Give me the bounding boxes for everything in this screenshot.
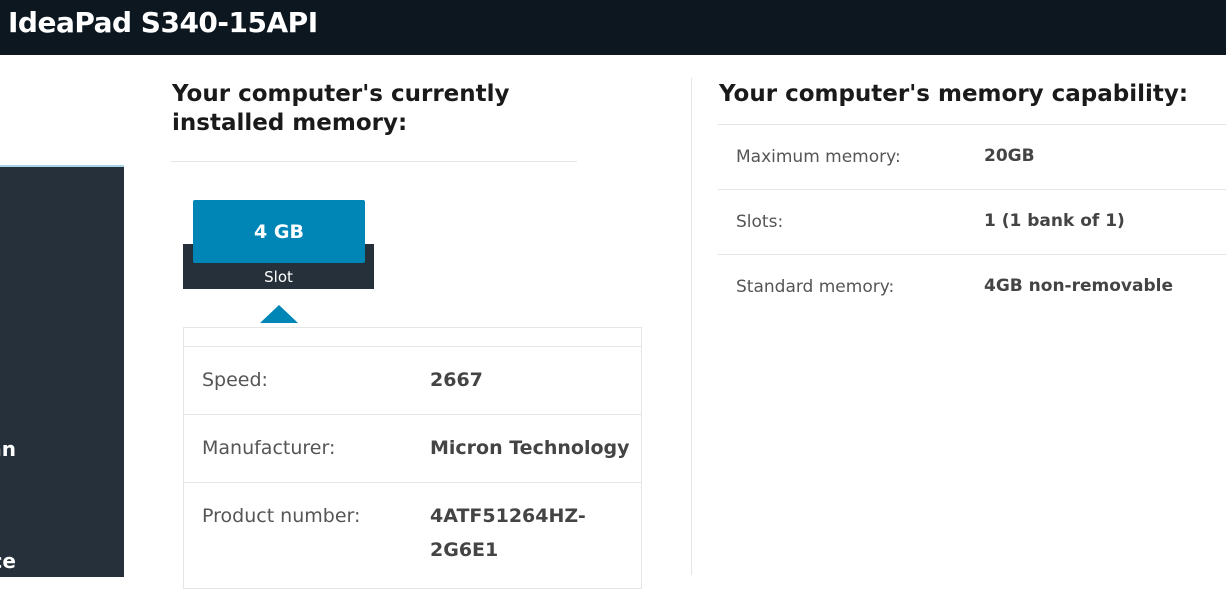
capability-value: 1 (1 bank of 1) — [984, 211, 1125, 231]
detail-label: Manufacturer: — [202, 437, 336, 459]
module-details-panel: Speed: 2667 Manufacturer: Micron Technol… — [183, 327, 642, 589]
capability-label: Standard memory: — [736, 277, 895, 297]
capability-row-max-memory: Maximum memory: 20GB — [718, 124, 1226, 190]
header-bar: IdeaPad S340-15API — [0, 0, 1226, 55]
capability-label: Maximum memory: — [736, 147, 901, 167]
detail-value: 4ATF51264HZ-2G6E1 — [430, 505, 586, 561]
sidebar-item-label: an — [0, 437, 16, 461]
detail-label: Speed: — [202, 369, 268, 391]
sidebar-item-label: ce — [0, 549, 16, 573]
detail-row-product-number: Product number: 4ATF51264HZ-2G6E1 — [184, 482, 641, 593]
divider — [171, 161, 577, 162]
detail-value: Micron Technology — [430, 437, 630, 459]
slot-label: Slot — [264, 268, 293, 286]
capability-heading: Your computer's memory capability: — [719, 81, 1189, 107]
memory-module-4gb[interactable]: 4 GB — [193, 200, 365, 263]
column-divider — [691, 78, 692, 575]
page-title: IdeaPad S340-15API — [8, 6, 318, 39]
sidebar-nav: an ce — [0, 165, 124, 577]
detail-row-speed: Speed: 2667 — [184, 346, 641, 414]
capability-row-slots: Slots: 1 (1 bank of 1) — [718, 189, 1226, 255]
detail-value: 2667 — [430, 369, 483, 391]
selected-slot-pointer-icon — [260, 305, 298, 323]
capability-row-standard-memory: Standard memory: 4GB non-removable — [718, 254, 1226, 320]
installed-memory-heading: Your computer's currently installed memo… — [172, 81, 510, 136]
detail-row-manufacturer: Manufacturer: Micron Technology — [184, 414, 641, 482]
capability-label: Slots: — [736, 212, 784, 232]
detail-label: Product number: — [202, 505, 361, 527]
capability-value: 20GB — [984, 146, 1035, 166]
capability-value: 4GB non-removable — [984, 276, 1173, 296]
